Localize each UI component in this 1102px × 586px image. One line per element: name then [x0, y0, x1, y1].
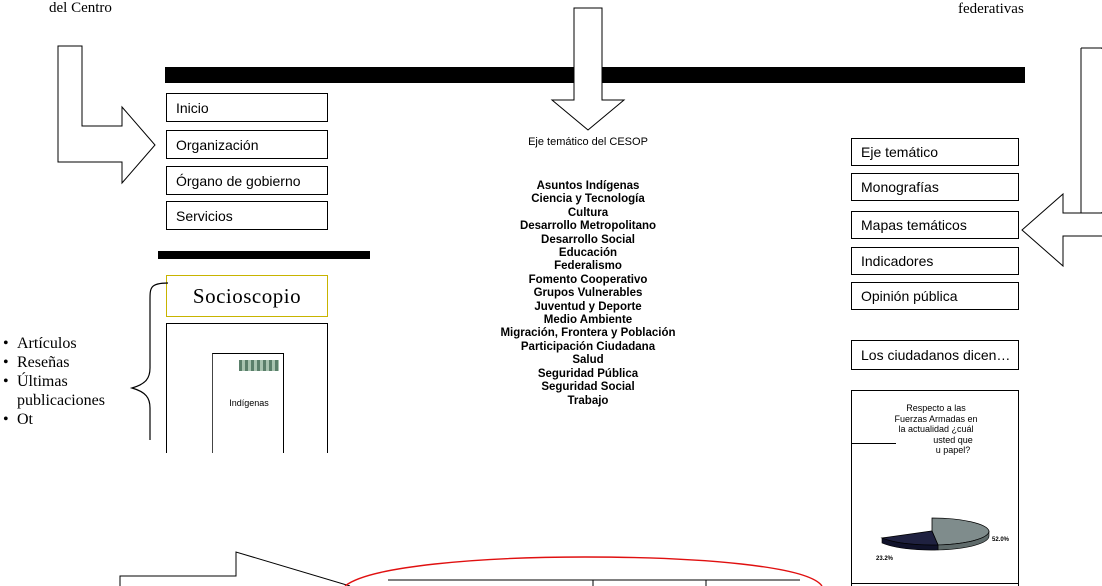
- pie-label-52: 52.0%: [992, 537, 1010, 543]
- menu-item-indicadores[interactable]: Indicadores: [851, 247, 1019, 275]
- topic-item[interactable]: Fomento Cooperativo: [528, 273, 648, 286]
- poll-bottom-line: [852, 583, 1018, 584]
- pie-label-23: 23.2%: [876, 556, 894, 562]
- arrow-right-elbow: [1021, 48, 1102, 268]
- topic-item[interactable]: Migración, Frontera y Población: [500, 327, 676, 340]
- topic-item[interactable]: Seguridad Pública: [537, 367, 639, 380]
- bullet-resenas[interactable]: Reseñas: [0, 353, 150, 372]
- topic-item[interactable]: Salud: [572, 354, 604, 367]
- menu-item-inicio[interactable]: Inicio: [166, 93, 328, 122]
- arrow-bottom-right: [119, 551, 351, 586]
- topic-item[interactable]: Grupos Vulnerables: [533, 287, 643, 300]
- topic-item[interactable]: Medio Ambiente: [543, 314, 633, 327]
- menu-item-servicios[interactable]: Servicios: [166, 201, 328, 230]
- center-title: Eje temático del CESOP: [528, 136, 648, 148]
- poll-box: Respecto a las Fuerzas Armadas en la act…: [851, 390, 1019, 586]
- poll-pie-chart: [880, 517, 990, 551]
- poll-line: la actualidad ¿cuál: [898, 424, 974, 435]
- poll-line: Respecto a las: [906, 403, 966, 413]
- arrow-center-down: [550, 7, 626, 131]
- topic-item[interactable]: Trabajo: [567, 394, 609, 407]
- menu-item-mapas-tematicos[interactable]: Mapas temáticos: [851, 211, 1019, 239]
- menu-item-eje-tematico[interactable]: Eje temático: [851, 138, 1019, 166]
- annotation-del-centro: del Centro: [49, 0, 112, 16]
- topic-item[interactable]: Participación Ciudadana: [520, 340, 656, 353]
- topic-item[interactable]: Juventud y Deporte: [534, 300, 642, 313]
- topic-item[interactable]: Seguridad Social: [541, 381, 635, 394]
- pie-slice-23-side: [881, 537, 939, 551]
- ciudadanos-dicen-box[interactable]: Los ciudadanos dicen…: [851, 340, 1019, 370]
- socioscopio-logo[interactable]: Socioscopio: [166, 275, 328, 317]
- thumbnail-image: [239, 360, 279, 371]
- menu-item-monografias[interactable]: Monografías: [851, 173, 1019, 201]
- menu-item-opinion-publica[interactable]: Opinión pública: [851, 282, 1019, 310]
- poll-line: usted que: [933, 434, 973, 445]
- topic-item[interactable]: Asuntos Indígenas: [536, 180, 640, 192]
- socioscopio-bullet-list: Artículos Reseñas Últimas publicaciones …: [0, 334, 150, 429]
- poll-question: Respecto a las Fuerzas Armadas en la act…: [852, 403, 1020, 456]
- topic-item[interactable]: Federalismo: [554, 260, 622, 273]
- left-separator-bar: [158, 251, 370, 259]
- socioscopio-frame: [166, 323, 328, 453]
- topic-item[interactable]: Cultura: [567, 206, 609, 219]
- socioscopio-logo-text: Socioscopio: [192, 283, 302, 308]
- poll-line: Fuerzas Armadas en: [894, 413, 978, 424]
- annotation-federativas: federativas: [958, 1, 1024, 17]
- socioscopio-brace: [129, 282, 169, 440]
- publication-thumbnail[interactable]: Indígenas: [212, 353, 284, 453]
- topic-item[interactable]: Educación: [558, 247, 618, 260]
- bullet-otros[interactable]: Ot: [0, 410, 150, 429]
- topic-item[interactable]: Ciencia y Tecnología: [531, 193, 645, 206]
- topic-item[interactable]: Desarrollo Metropolitano: [519, 220, 657, 233]
- bullet-articulos[interactable]: Artículos: [0, 334, 150, 353]
- poll-line: u papel?: [935, 445, 971, 456]
- bullet-ultimas-publicaciones[interactable]: Últimas publicaciones: [0, 372, 150, 410]
- arrow-right-mask: [1082, 49, 1102, 212]
- menu-item-organo-de-gobierno[interactable]: Órgano de gobierno: [166, 166, 328, 195]
- menu-item-organizacion[interactable]: Organización: [166, 130, 328, 159]
- thumbnail-label: Indígenas: [229, 398, 269, 408]
- poll-divider: [852, 443, 896, 444]
- topic-item[interactable]: Desarrollo Social: [541, 233, 635, 246]
- highlight-ellipse: [344, 556, 823, 586]
- arrow-left-elbow: [57, 45, 156, 185]
